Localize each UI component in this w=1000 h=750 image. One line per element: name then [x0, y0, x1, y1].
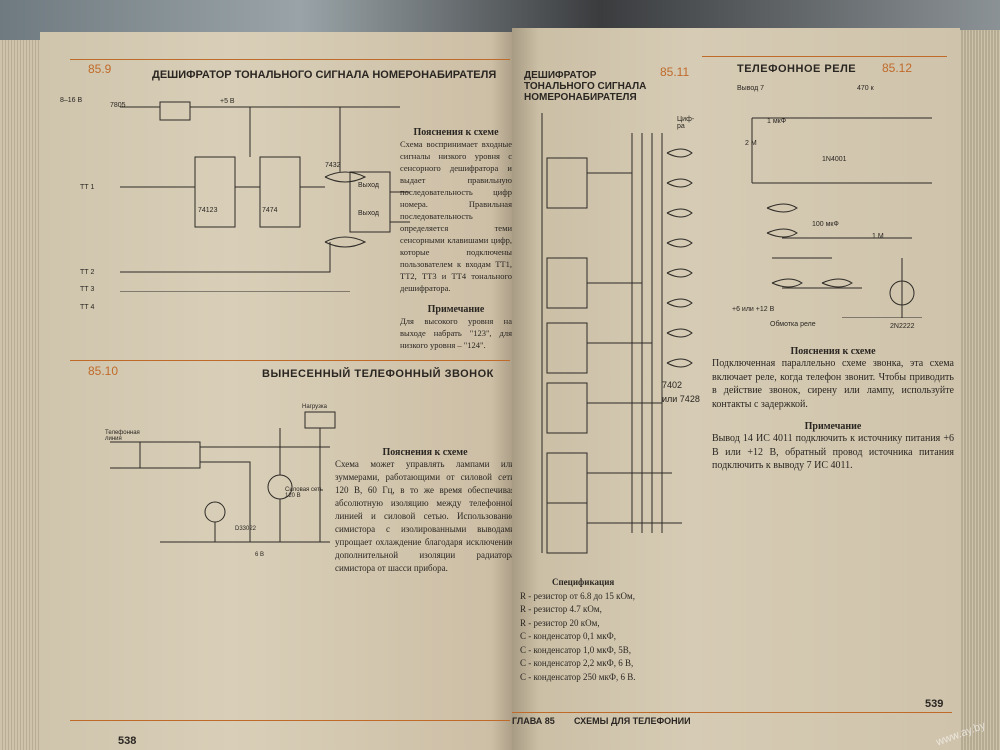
section-number: 85.10: [88, 364, 119, 378]
explanation-heading: Пояснения к схеме: [413, 127, 499, 138]
spec-item: R - резистор от 6.8 до 15 кОм,: [520, 590, 635, 601]
explanation-block: Пояснения к схеме Схема воспринимает вхо…: [400, 127, 512, 351]
page-number: 538: [118, 735, 137, 747]
section-number: 85.9: [88, 62, 112, 76]
schematic-label: 7402: [662, 380, 683, 390]
schematic-label: 1 М: [872, 233, 884, 240]
schematic-label: 74123: [198, 207, 218, 214]
section-number: 85.12: [882, 61, 913, 75]
explanation-heading: Пояснения к схеме: [790, 346, 876, 357]
explanation-text: Схема может управлять лампами или зуммер…: [335, 459, 515, 573]
spec-item: R - резистор 20 кОм,: [520, 617, 600, 628]
schematic-label: Обмотка реле: [770, 321, 816, 328]
schematic-label: Силовая сеть 120 В: [285, 487, 323, 499]
schematic-label: D33022: [235, 526, 257, 532]
schematic-label: ТТ 2: [80, 269, 95, 276]
explanation-block: Пояснения к схеме Схема может управлять …: [335, 447, 515, 575]
spec-item: R - резистор 4.7 кОм,: [520, 604, 602, 614]
note-heading: Примечание: [427, 304, 485, 315]
schematic-label: ТТ 3: [80, 286, 95, 293]
section-title: ДЕШИФРАТОР ТОНАЛЬНОГО СИГНАЛА НОМЕРОНАБИ…: [524, 70, 647, 103]
schematic-label: 100 мкФ: [812, 221, 839, 228]
schematic-label: 2 М: [745, 140, 757, 147]
schematic-label: Вывод 7: [737, 85, 765, 92]
schematic-label: 2N2222: [890, 323, 915, 330]
explanation-text: Подключенная параллельно схеме звонка, э…: [712, 358, 954, 410]
schematic-label: Выход: [358, 210, 379, 217]
schematic-label: 7805: [110, 102, 126, 109]
note-text: Для высокого уровня на выходе набрать "1…: [400, 316, 512, 350]
schematic-label: ТТ 1: [80, 184, 95, 191]
schematic-label: 1N4001: [822, 156, 847, 163]
schematic-label: +5 В: [220, 98, 235, 105]
explanation-block: Пояснения к схеме Подключенная параллель…: [712, 346, 954, 473]
section-title: ВЫНЕСЕННЫЙ ТЕЛЕФОННЫЙ ЗВОНОК: [262, 368, 494, 380]
explanation-heading: Пояснения к схеме: [382, 447, 468, 458]
note-heading: Примечание: [804, 421, 862, 432]
spec-item: C - конденсатор 2,2 мкФ, 6 В,: [520, 658, 634, 668]
footer-title: СХЕМЫ ДЛЯ ТЕЛЕФОНИИ: [574, 716, 691, 726]
schematic-label: 1 мкФ: [767, 118, 787, 125]
schematic-label: 470 к: [857, 85, 874, 92]
schematic-label: 8–16 В: [60, 97, 83, 104]
explanation-text: Схема воспринимает входные сигналы низко…: [400, 139, 512, 293]
page-stack-right: [955, 30, 1000, 750]
schematic-label: 6 В: [255, 552, 265, 558]
schematic-label: Циф-ра: [677, 116, 695, 130]
schematic-label: Нагрузка: [302, 404, 327, 410]
telephone-relay-schematic: [751, 117, 932, 318]
schematic-label: +6 или +12 В: [732, 306, 775, 313]
remote-bell-schematic: [110, 411, 336, 543]
schematic-label: Телефонная линия: [105, 430, 140, 442]
specification-list: Спецификация R - резистор от 6.8 до 15 к…: [520, 576, 695, 684]
schematic-label: ТТ 4: [80, 304, 95, 311]
section-number: 85.11: [660, 65, 690, 79]
page-stack-left: [0, 40, 45, 750]
note-text: Вывод 14 ИС 4011 подключить к источнику …: [712, 433, 954, 471]
spec-item: C - конденсатор 1,0 мкФ, 5В,: [520, 644, 631, 655]
right-page: ДЕШИФРАТОР ТОНАЛЬНОГО СИГНАЛА НОМЕРОНАБИ…: [512, 28, 960, 750]
left-page: 85.9 ДЕШИФРАТОР ТОНАЛЬНОГО СИГНАЛА НОМЕР…: [40, 32, 515, 750]
schematic-label: 7432: [325, 162, 341, 169]
schematic-label: 7474: [262, 207, 278, 214]
section-title: ТЕЛЕФОННОЕ РЕЛЕ: [737, 63, 857, 75]
section-title: ДЕШИФРАТОР ТОНАЛЬНОГО СИГНАЛА НОМЕРОНАБИ…: [152, 69, 497, 81]
schematic-label: Выход: [358, 182, 379, 189]
decoder-schematic: [120, 101, 410, 292]
page-number: 539: [925, 698, 944, 710]
schematic-label: или 7428: [662, 394, 700, 404]
tone-decoder-schematic: [541, 113, 693, 554]
spec-item: C - конденсатор 250 мкФ, 6 В.: [520, 671, 636, 682]
footer-chapter: ГЛАВА 85: [512, 716, 555, 726]
spec-heading: Спецификация: [552, 577, 615, 587]
spec-item: C - конденсатор 0,1 мкФ,: [520, 631, 616, 641]
